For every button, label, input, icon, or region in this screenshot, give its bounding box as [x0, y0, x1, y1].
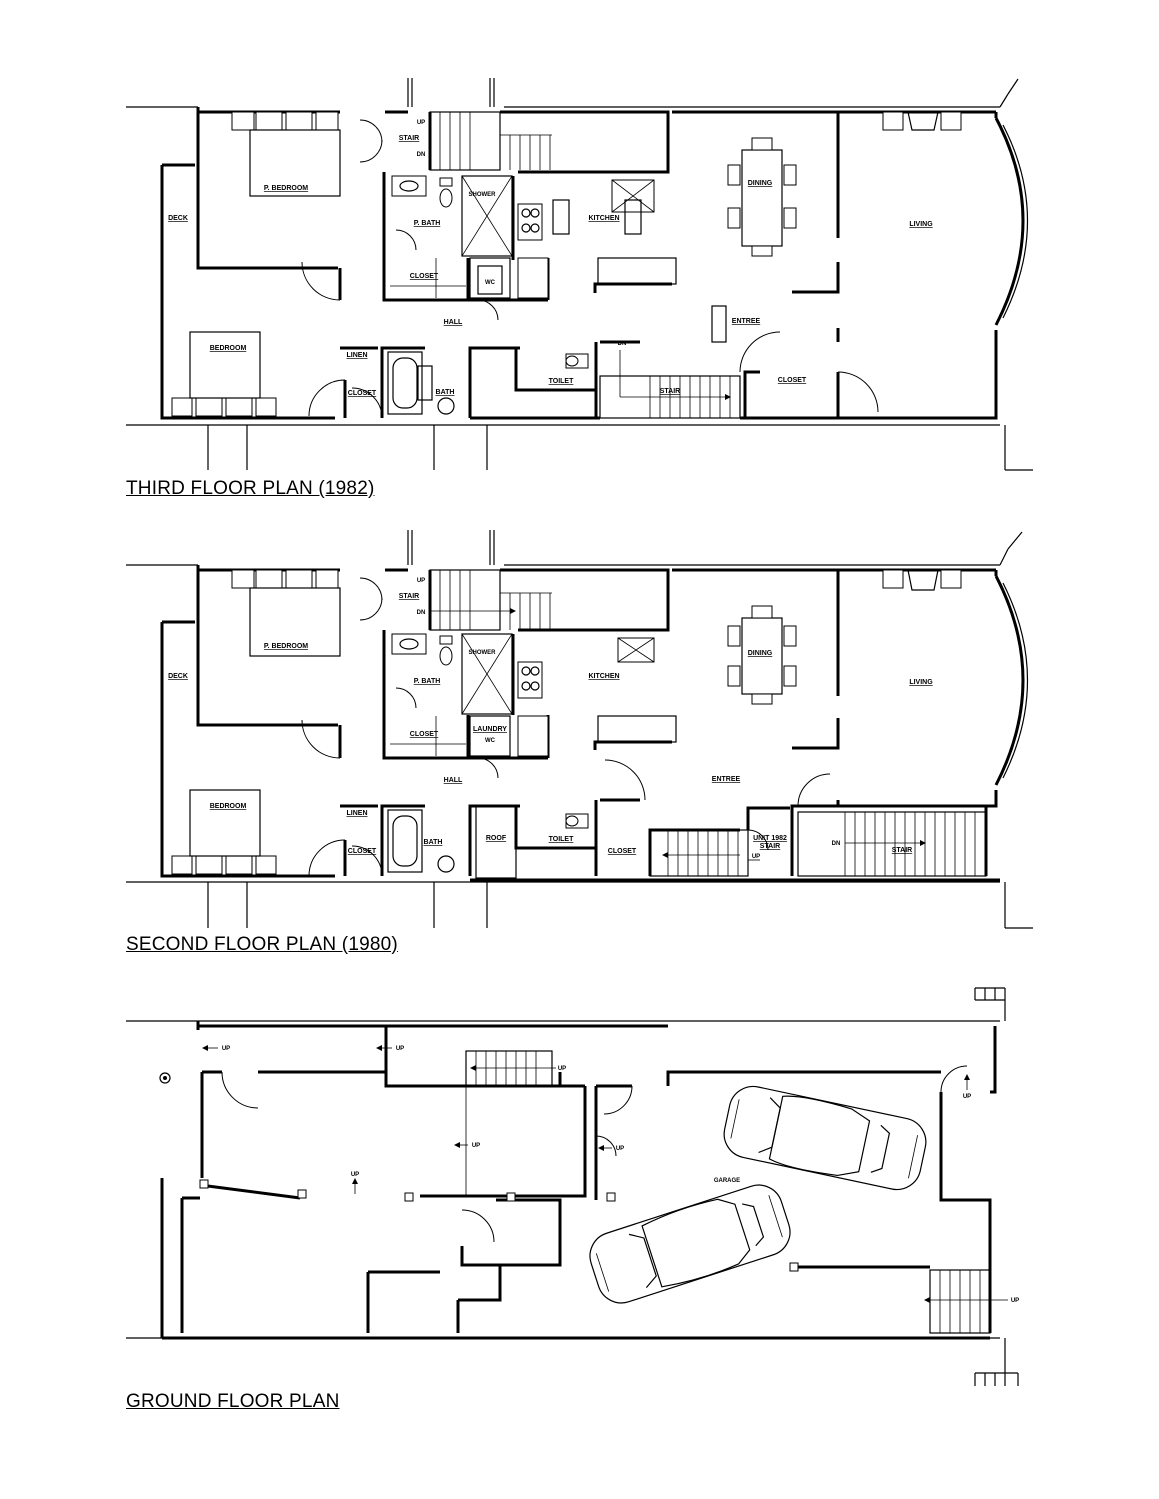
third-dn-label: DN	[417, 152, 426, 158]
second-floor-doors	[301, 577, 831, 877]
second-deck-label: DECK	[168, 673, 188, 680]
second-stair2-label: STAIR	[892, 847, 912, 854]
second-closet2-label: CLOSET	[348, 848, 377, 855]
second-floor-site-lines	[126, 530, 1033, 929]
third-floor-doors	[301, 119, 879, 419]
third-p-bath-label: P. BATH	[414, 220, 441, 227]
second-dn2-label: DN	[832, 841, 841, 847]
second-floor-bay-window	[994, 575, 1025, 786]
second-living-label: LIVING	[909, 679, 933, 686]
ground-floor-plan-title: GROUND FLOOR PLAN	[126, 1391, 340, 1412]
ground-floor-misc	[159, 1045, 970, 1272]
third-entree-label: ENTREE	[732, 318, 761, 325]
third-floor-plan-title: THIRD FLOOR PLAN (1982)	[126, 478, 375, 499]
third-toilet-label: TOILET	[549, 378, 574, 385]
ground-up-label-6: UP	[616, 1146, 624, 1152]
ground-floor-stairs	[465, 1050, 1008, 1334]
third-living-label: LIVING	[909, 221, 933, 228]
second-shower-label: SHOWER	[469, 650, 497, 656]
third-dining-label: DINING	[748, 180, 773, 187]
second-floor-plan: UP STAIR DN P. BEDROOM DECK P. BATH SHOW…	[126, 530, 1033, 929]
second-floor-bay-glass	[1002, 582, 1028, 779]
second-toilet-label: TOILET	[549, 836, 574, 843]
third-floor-labels: UP STAIR DN P. BEDROOM DECK P. BATH SHOW…	[168, 120, 933, 397]
third-dn2-label: DN	[618, 341, 627, 347]
ground-floor-walls	[160, 1021, 997, 1340]
third-closet3-label: CLOSET	[778, 377, 807, 384]
third-closet-label: CLOSET	[410, 273, 439, 280]
third-floor-walls	[160, 107, 998, 420]
second-floor-labels: UP STAIR DN P. BEDROOM DECK P. BATH SHOW…	[168, 578, 933, 860]
ground-up-label-2: UP	[396, 1046, 404, 1052]
third-shower-label: SHOWER	[469, 192, 497, 198]
second-dn-label: DN	[417, 610, 426, 616]
second-p-bedroom-label: P. BEDROOM	[264, 643, 308, 650]
second-closet3-label: CLOSET	[608, 848, 637, 855]
second-unit-stair-line2: STAIR	[760, 843, 780, 850]
third-stair2-label: STAIR	[660, 388, 680, 395]
ground-floor-plan: GARAGE UP UP UP UP UP UP UP UP	[126, 987, 1019, 1386]
third-up-label: UP	[417, 120, 425, 126]
ground-up-label-1: UP	[222, 1046, 230, 1052]
third-floor-furniture	[171, 111, 797, 417]
second-unit-stair-line1: UNIT 1982	[753, 835, 787, 842]
third-floor-site-lines	[126, 78, 1033, 471]
second-linen-label: LINEN	[347, 810, 368, 817]
third-floor-stair-top	[429, 111, 552, 171]
third-floor-fireplace-side2	[940, 111, 962, 131]
third-wc-label: WC	[485, 280, 496, 286]
third-floor-bay-window	[994, 117, 1025, 326]
ground-floor-labels: GARAGE UP UP UP UP UP UP UP UP	[222, 1046, 1019, 1304]
car-lower	[589, 1184, 791, 1304]
second-closet-label: CLOSET	[410, 731, 439, 738]
second-floor-fireplace-side	[882, 569, 904, 589]
ground-up-label-4: UP	[472, 1143, 480, 1149]
ground-floor-doors	[221, 1065, 968, 1243]
second-bedroom-label: BEDROOM	[210, 803, 247, 810]
second-floor-fireplace-side2	[940, 569, 962, 589]
second-floor-plan-title: SECOND FLOOR PLAN (1980)	[126, 934, 398, 955]
second-up-label: UP	[417, 578, 425, 584]
second-floor-stair-top	[429, 569, 552, 631]
ground-garage-label: GARAGE	[714, 1178, 740, 1184]
second-floor-stair-lower	[649, 810, 987, 877]
ground-up-label-7: UP	[963, 1094, 971, 1100]
third-deck-label: DECK	[168, 215, 188, 222]
car-upper	[723, 1085, 927, 1191]
third-linen-label: LINEN	[347, 352, 368, 359]
third-closet2-label: CLOSET	[348, 390, 377, 397]
third-kitchen-label: KITCHEN	[588, 215, 619, 222]
third-floor-bay-glass	[1002, 124, 1028, 319]
second-stair-label: STAIR	[399, 593, 419, 600]
second-entree-label: ENTREE	[712, 776, 741, 783]
second-p-bath-label: P. BATH	[414, 678, 441, 685]
third-floor-stair-lower	[599, 350, 741, 419]
third-stair-label: STAIR	[399, 135, 419, 142]
ground-up-label-5: UP	[351, 1172, 359, 1178]
third-bedroom-label: BEDROOM	[210, 345, 247, 352]
second-floor-furniture	[171, 569, 797, 879]
second-roof-label: ROOF	[486, 835, 507, 842]
second-floor-walls	[160, 565, 1000, 882]
ground-up-label-3: UP	[558, 1066, 566, 1072]
third-p-bedroom-label: P. BEDROOM	[264, 185, 308, 192]
second-kitchen-label: KITCHEN	[588, 673, 619, 680]
second-bath-label: BATH	[424, 839, 443, 846]
second-laundry-label: LAUNDRY	[473, 726, 507, 733]
second-floor-fireplace	[907, 569, 939, 591]
third-floor-fireplace-side	[882, 111, 904, 131]
drain-symbol	[159, 1072, 171, 1084]
third-hall-label: HALL	[444, 319, 463, 326]
second-hall-label: HALL	[444, 777, 463, 784]
third-bath-label: BATH	[436, 389, 455, 396]
second-dining-label: DINING	[748, 650, 773, 657]
third-floor-plan: UP STAIR DN P. BEDROOM DECK P. BATH SHOW…	[126, 78, 1033, 471]
third-floor-fireplace	[907, 111, 939, 131]
second-wc-label: WC	[485, 738, 496, 744]
second-up2-label: UP	[752, 854, 760, 860]
ground-up-label-8: UP	[1011, 1298, 1019, 1304]
